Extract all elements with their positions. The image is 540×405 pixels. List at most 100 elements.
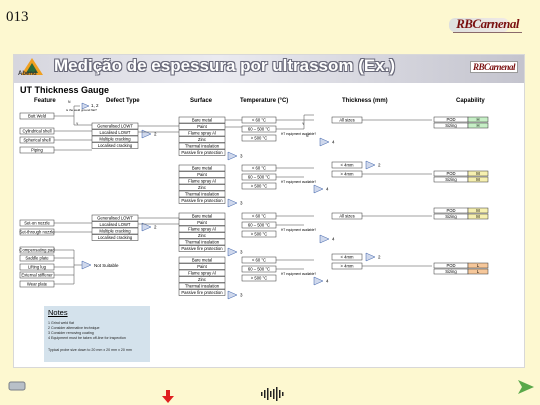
feature-set-on-nozzle-text: Set-on nozzle <box>24 221 50 226</box>
s4-surface-3-text: Zinc <box>198 277 206 282</box>
feature-piping-text: Piping <box>31 148 43 153</box>
feature-butt-weld-text: Butt Weld <box>28 114 47 119</box>
s2-surface-3-text: Zinc <box>198 185 206 190</box>
down-arrow-icon[interactable] <box>162 390 174 404</box>
cap3-sizing-val-text: M <box>476 214 480 219</box>
g2-defect-3-text: Localised cracking <box>98 235 133 240</box>
s4-surface-0-text: Bare metal <box>192 258 212 263</box>
note-2: 2 Consider alternative technique <box>48 326 100 330</box>
audio-wave-icon[interactable] <box>260 387 284 401</box>
s3-surface-4 <box>178 238 226 246</box>
g1-defect-0-text: Generalised LOWT <box>97 124 133 129</box>
s1-surface-4 <box>178 142 226 150</box>
th2-ref-2 <box>365 160 376 170</box>
feature-saddle-plate-text: Saddle plate <box>25 256 49 261</box>
s2-surface-5-text: Passive fire protection <box>181 198 223 203</box>
s4-surface-1 <box>178 263 226 270</box>
feature-external-stiffener-text: External stiffener <box>21 273 53 278</box>
s1-surface-3-text: Zinc <box>198 137 206 142</box>
g1-defect-3-text: Localised cracking <box>98 143 133 148</box>
t1-temp-0-text: < 60 °C <box>252 118 266 123</box>
t4-temp-1-text: 60 – 500 °C <box>248 267 270 272</box>
brand-logo-small: RBCarnenal <box>469 61 518 73</box>
cap4-pod-val <box>467 262 489 269</box>
s2-surface-1-text: Paint <box>197 172 207 177</box>
t3-temp-2-text: > 500 °C <box>251 232 267 237</box>
t2-ht-note: HT equipment available? <box>281 180 316 184</box>
th2-gt4-text: > 4mm <box>341 172 354 177</box>
gauge-title: UT Thickness Gauge <box>20 85 110 95</box>
t2-ref-4 <box>313 184 324 194</box>
not-suitable-arrow <box>81 260 92 270</box>
th4-ref-2-label: 2 <box>378 255 381 260</box>
s1-ref-3-label: 3 <box>240 154 243 159</box>
cap1-pod-val <box>467 116 489 123</box>
th4-gt4-text: > 4mm <box>341 264 354 269</box>
t1-ref-4-label: 4 <box>332 140 335 145</box>
t2-ref-4-label: 4 <box>326 187 329 192</box>
t4-ref-4-label: 4 <box>326 279 329 284</box>
g1-ref-2 <box>141 129 152 139</box>
t4-temp-2-text: > 500 °C <box>251 276 267 281</box>
cap2-sizing-val <box>467 176 489 183</box>
s2-surface-3 <box>178 184 226 191</box>
weld-question: is the weld ground flat? <box>66 108 97 112</box>
s2-ref-3-label: 3 <box>240 201 243 206</box>
t2-temp-1-text: 60 – 500 °C <box>248 175 270 180</box>
feature-lifting-lug-text: Lifting lug <box>28 265 47 270</box>
t1-n: N <box>306 134 309 138</box>
notes-title: Notes <box>48 308 68 317</box>
th2-ref-2-label: 2 <box>378 163 381 168</box>
col-temperature: Temperature (°C) <box>240 98 289 104</box>
note-footer: Typical probe size down to 20 mm x 20 mm… <box>48 348 132 352</box>
t2-temp-2-text: > 500 °C <box>251 184 267 189</box>
s3-surface-3-text: Zinc <box>198 233 206 238</box>
note-3: 3 Consider removing coating <box>48 331 94 335</box>
s1-surface-5 <box>178 149 226 156</box>
g1-defect-1-text: Localised LOWT <box>100 130 131 135</box>
slide-panel: Abend Medição de espessura por ultrassom… <box>13 54 525 368</box>
feature-compensating-pad-text: Compensating pad <box>19 248 55 253</box>
t2-temp-0-text: < 60 °C <box>252 166 266 171</box>
cap1-pod-val-text: H <box>476 117 479 122</box>
s4-surface-0 <box>178 256 226 264</box>
brand-logo: RBCarnenal <box>449 16 522 33</box>
s4-surface-4-text: Thermal insulation <box>185 284 220 289</box>
t3-temp-0-text: < 60 °C <box>252 214 266 219</box>
th2-lt4 <box>331 161 363 169</box>
next-arrow-icon[interactable] <box>518 380 534 394</box>
s4-surface-1-text: Paint <box>197 264 207 269</box>
ref-12-label: 1, 2 <box>91 103 99 108</box>
s2-surface-2 <box>178 177 226 185</box>
cap2-pod-val-text: M <box>476 171 480 176</box>
s4-surface-2 <box>178 269 226 277</box>
t4-temp-0-text: < 60 °C <box>252 258 266 263</box>
s2-surface-4-text: Thermal insulation <box>185 192 220 197</box>
speaker-icon[interactable] <box>8 380 26 392</box>
g1-defect-3 <box>91 142 139 149</box>
s2-surface-2-text: Flame spray Al <box>188 179 216 184</box>
s2-surface-4 <box>178 190 226 198</box>
s4-surface-5-text: Passive fire protection <box>181 290 223 295</box>
g2-defect-3 <box>91 234 139 241</box>
cap4-pod-text: POD <box>446 263 455 268</box>
s3-surface-1 <box>178 219 226 226</box>
feature-wear-plate-text: Wear plate <box>27 282 48 287</box>
cap1-sizing-val-text: H <box>476 123 479 128</box>
g1-defect-1 <box>91 129 139 136</box>
col-thickness: Thickness (mm) <box>342 98 388 104</box>
th3-all-text: All sizes <box>339 214 354 219</box>
t1-y: Y <box>302 122 305 126</box>
notes-box: Notes 1 Grind weld flat 2 Consider alter… <box>44 306 150 362</box>
header-band: Abend Medição de espessura por ultrassom… <box>14 55 524 83</box>
s1-surface-1-text: Paint <box>197 124 207 129</box>
s4-surface-5 <box>178 289 226 296</box>
y-label: N <box>68 100 71 104</box>
s3-surface-2 <box>178 225 226 233</box>
slide-title: Medição de espessura por ultrassom (Ex.) <box>54 56 396 75</box>
g1-defect-2 <box>91 135 139 143</box>
note-1: 1 Grind weld flat <box>48 321 74 325</box>
s4-surface-4 <box>178 282 226 290</box>
s3-surface-5 <box>178 245 226 252</box>
